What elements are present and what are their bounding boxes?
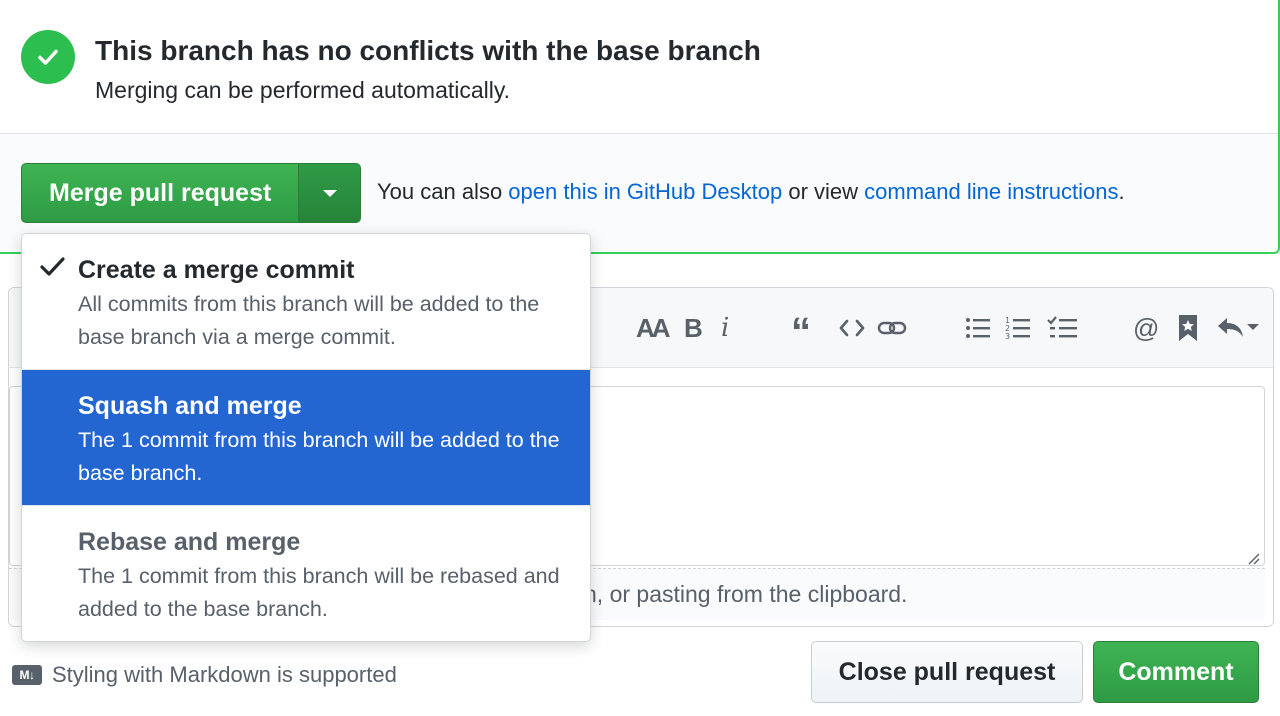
- checkmark-icon: [40, 257, 65, 276]
- bold-icon[interactable]: B: [684, 312, 703, 343]
- svg-text:3: 3: [1005, 332, 1010, 341]
- markdown-icon: M↓: [12, 665, 42, 685]
- merge-status-title: This branch has no conflicts with the ba…: [95, 35, 761, 66]
- heading-icon[interactable]: AA: [636, 312, 671, 343]
- merge-status-section: This branch has no conflicts with the ba…: [0, 0, 1278, 134]
- merge-option-title: Squash and merge: [78, 392, 302, 420]
- close-pull-request-button[interactable]: Close pull request: [811, 641, 1083, 703]
- quote-icon[interactable]: “: [791, 309, 811, 354]
- reply-dropdown-icon[interactable]: [1215, 308, 1261, 348]
- merge-option-title: Rebase and merge: [78, 528, 301, 556]
- merge-option-description: The 1 commit from this branch will be re…: [78, 564, 560, 621]
- merge-option-description: The 1 commit from this branch will be ad…: [78, 428, 560, 485]
- link-icon[interactable]: [877, 308, 907, 348]
- attach-hint-text: n, or pasting from the clipboard.: [584, 581, 908, 607]
- markdown-note-text: Styling with Markdown is supported: [52, 662, 397, 687]
- caret-down-icon: [322, 189, 337, 197]
- merge-pull-request-button[interactable]: Merge pull request: [49, 178, 272, 207]
- merge-method-menu: Create a merge commit All commits from t…: [21, 233, 591, 642]
- merge-option-squash-and-merge[interactable]: Squash and merge The 1 commit from this …: [22, 370, 590, 505]
- italic-icon[interactable]: i: [721, 313, 730, 343]
- markdown-support-note[interactable]: M↓ Styling with Markdown is supported: [12, 662, 397, 688]
- command-line-instructions-link[interactable]: command line instructions: [864, 179, 1119, 204]
- saved-reply-icon[interactable]: [1177, 308, 1199, 348]
- comment-button[interactable]: Comment: [1093, 641, 1259, 703]
- merge-option-title: Create a merge commit: [78, 256, 355, 284]
- merge-status-subtitle: Merging can be performed automatically.: [95, 77, 511, 103]
- merge-option-rebase-and-merge[interactable]: Rebase and merge The 1 commit from this …: [22, 505, 590, 641]
- merge-option-description: All commits from this branch will be add…: [78, 292, 540, 349]
- github-desktop-link[interactable]: open this in GitHub Desktop: [508, 179, 783, 204]
- code-icon[interactable]: [839, 308, 865, 348]
- merge-option-create-merge-commit[interactable]: Create a merge commit All commits from t…: [22, 234, 590, 370]
- svg-text:1: 1: [1005, 316, 1010, 325]
- check-circle-icon: [21, 30, 75, 84]
- merge-method-dropdown-toggle[interactable]: [298, 164, 360, 222]
- also-middle: or view: [782, 179, 865, 204]
- also-prefix: You can also: [377, 179, 509, 204]
- svg-text:2: 2: [1005, 324, 1010, 333]
- unordered-list-icon[interactable]: [965, 308, 991, 348]
- mention-icon[interactable]: @: [1133, 312, 1160, 343]
- merge-alternatives-text: You can also open this in GitHub Desktop…: [377, 179, 1125, 205]
- also-suffix: .: [1118, 179, 1125, 204]
- merge-box: This branch has no conflicts with the ba…: [0, 0, 1280, 254]
- task-list-icon[interactable]: [1047, 308, 1079, 348]
- resize-handle-icon[interactable]: [1246, 551, 1260, 565]
- merge-button-group: Merge pull request: [21, 163, 361, 223]
